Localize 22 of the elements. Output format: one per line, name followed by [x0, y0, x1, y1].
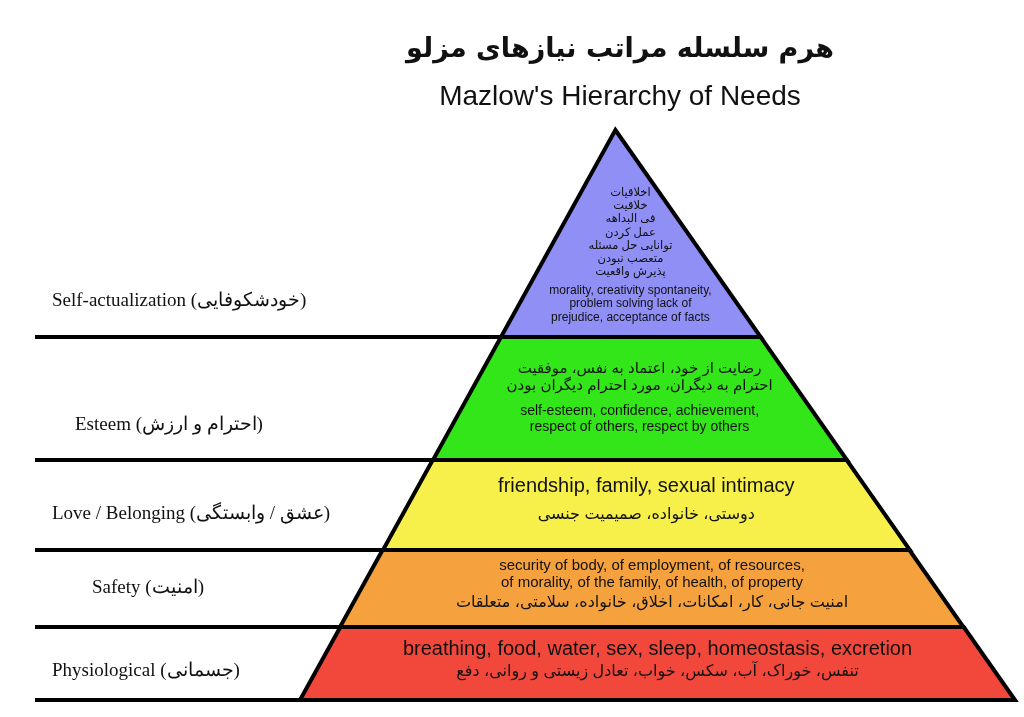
- tier-text: توانایی حل مسئله: [588, 238, 673, 251]
- tier-text: امنیت جانی، کار، امکانات، اخلاق، خانواده، سلامتی، متعلقات: [455, 592, 849, 610]
- level-name: Love / Belonging (عشق / وابستگی): [52, 502, 331, 523]
- tier-text: دوستی، خانواده، صمیمیت جنسی: [537, 505, 755, 522]
- level-name: Safety (امنیت): [92, 576, 204, 597]
- tier-text: رضایت از خود، اعتماد به نفس، موفقیت احترام به دیگران، مورد احترام دیگران بودن: [506, 359, 773, 394]
- level-name: Physiological (جسمانی): [52, 659, 240, 680]
- tier-text: security of body, of employment, of resources, of morality, of the family, of health, of property: [499, 556, 805, 591]
- tier-text: پذیرش واقعیت: [595, 265, 666, 278]
- tier-text: morality, creativity spontaneity, problem solving lack of prejudice, acceptance of facts: [549, 282, 712, 325]
- level-name: Self-actualization (خودشکوفایی): [52, 289, 307, 310]
- tier-text: self-esteem, confidence, achievement, respect of others, respect by others: [520, 401, 760, 434]
- level-name: Esteem (احترام و ارزش): [75, 413, 263, 434]
- tier-text: خلاقیت: [613, 199, 648, 212]
- title: هرم سلسله مراتب نیازهای مزلو: [406, 32, 834, 63]
- tier-text: متعصب نبودن: [597, 252, 664, 265]
- tier-text: friendship, family, sexual intimacy: [498, 474, 795, 496]
- tier-text: breathing, food, water, sex, sleep, homeostasis, excretion: [402, 637, 913, 659]
- tier-text: تنفس، خوراک، آب، سکس، خواب، تعادل زیستی و روانی، دفع: [456, 662, 859, 679]
- tier-text: فی البداهه عمل کردن: [605, 212, 656, 238]
- subtitle: Mazlow's Hierarchy of Needs: [439, 80, 801, 111]
- tier-text: اخلاقیات: [610, 186, 651, 198]
